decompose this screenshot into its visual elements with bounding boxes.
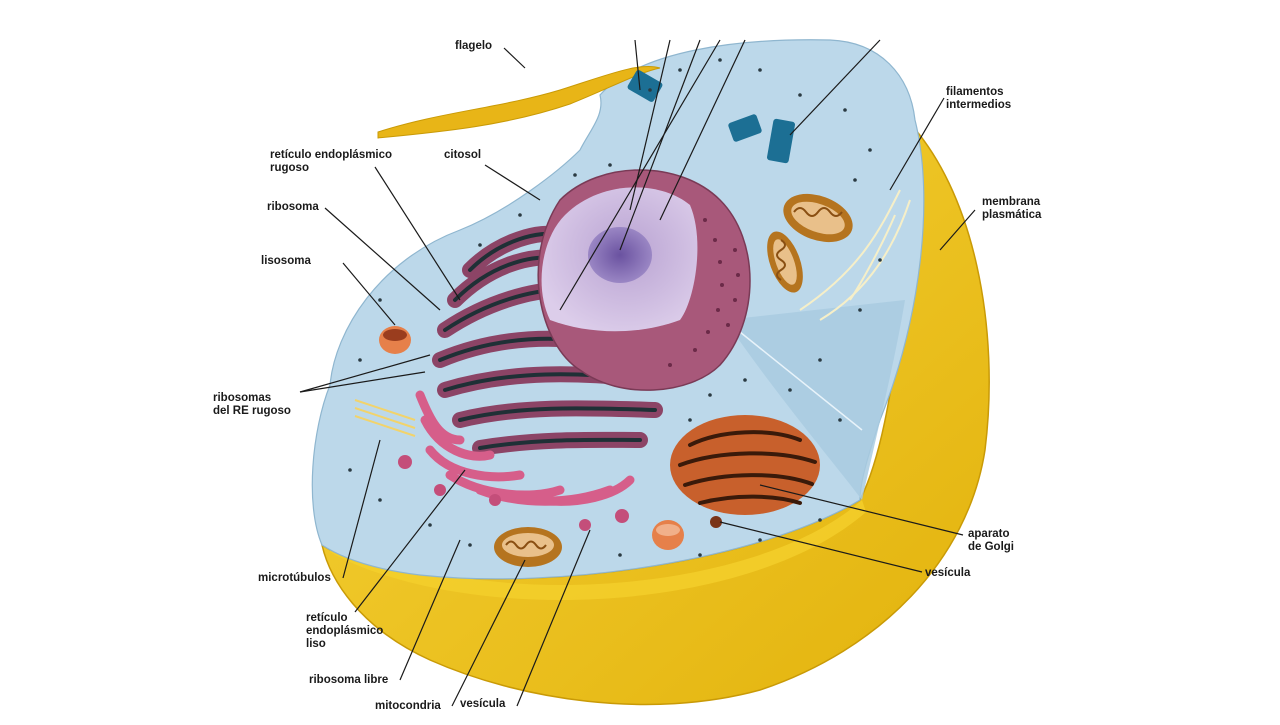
centriole-shape: [627, 70, 796, 164]
lysosome-shape: [379, 326, 684, 550]
label-microtubulos: microtúbulos: [258, 572, 331, 584]
mitochondria-shape: [494, 193, 853, 567]
flagellum-shape: [377, 65, 661, 139]
label-vesicula-bottom: vesícula: [460, 698, 506, 710]
label-ribosoma: ribosoma: [267, 201, 319, 213]
label-vesicula-right: vesícula: [925, 567, 971, 579]
smooth-er-shape: [415, 390, 635, 506]
label-ribosoma-libre: ribosoma libre: [309, 674, 389, 686]
label-citosol: citosol: [444, 149, 482, 161]
nucleolus-shape: [588, 227, 652, 283]
label-flagelo: flagelo: [455, 40, 493, 52]
leader-lines: [299, 39, 976, 707]
label-lisosoma: lisosoma: [261, 255, 311, 267]
label-mitocondria: mitocondria: [375, 700, 441, 712]
